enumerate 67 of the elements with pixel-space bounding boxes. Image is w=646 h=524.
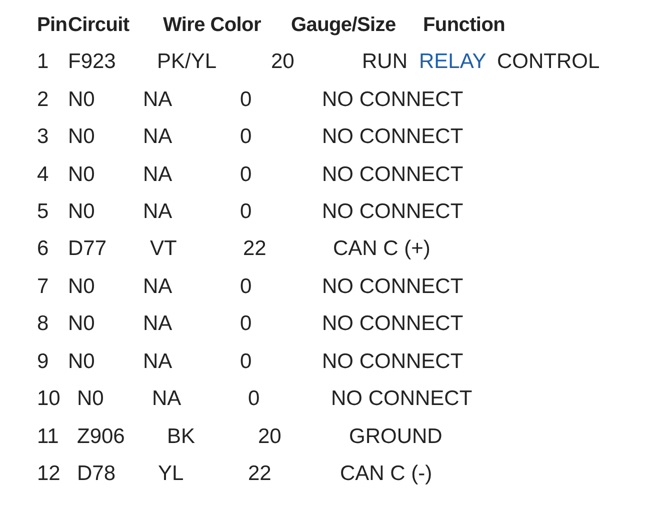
wire-color: NA <box>143 311 172 337</box>
gauge-size: 0 <box>240 311 252 337</box>
circuit-code: N0 <box>68 124 95 150</box>
function-text: CAN C (-) <box>340 461 432 487</box>
wire-color: YL <box>158 461 184 487</box>
function-text: CONTROL <box>497 49 600 75</box>
gauge-size: 0 <box>240 124 252 150</box>
wire-color: NA <box>143 87 172 113</box>
pin-number: 2 <box>37 87 49 113</box>
function-text: NO CONNECT <box>322 124 464 150</box>
function-text: RUN <box>362 49 408 75</box>
gauge-size: 0 <box>248 386 260 412</box>
circuit-code: F923 <box>68 49 116 75</box>
column-header: Circuit <box>68 13 130 38</box>
circuit-code: N0 <box>68 199 95 225</box>
wire-color: VT <box>150 236 177 262</box>
gauge-size: 0 <box>240 199 252 225</box>
wire-color: NA <box>143 124 172 150</box>
wire-color: NA <box>143 274 172 300</box>
gauge-size: 0 <box>240 162 252 188</box>
gauge-size: 22 <box>243 236 266 262</box>
wire-color: NA <box>143 349 172 375</box>
circuit-code: N0 <box>68 274 95 300</box>
wire-color: PK/YL <box>157 49 217 75</box>
pin-number: 3 <box>37 124 49 150</box>
circuit-code: N0 <box>68 349 95 375</box>
gauge-size: 0 <box>240 349 252 375</box>
pin-number: 5 <box>37 199 49 225</box>
circuit-code: Z906 <box>77 424 125 450</box>
circuit-code: N0 <box>68 311 95 337</box>
column-header: Function <box>423 13 506 38</box>
function-text: NO CONNECT <box>322 162 464 188</box>
pin-number: 10 <box>37 386 60 412</box>
relay-link: RELAY <box>419 49 486 75</box>
function-text: CAN C (+) <box>333 236 430 262</box>
gauge-size: 20 <box>258 424 282 450</box>
pin-number: 7 <box>37 274 49 300</box>
gauge-size: 0 <box>240 274 252 300</box>
function-text: NO CONNECT <box>322 199 464 225</box>
gauge-size: 22 <box>248 461 272 487</box>
pin-number: 11 <box>37 424 59 450</box>
pin-number: 4 <box>37 162 49 188</box>
function-text: NO CONNECT <box>322 87 464 113</box>
function-text: NO CONNECT <box>322 274 464 300</box>
wire-color: NA <box>152 386 182 412</box>
function-text: NO CONNECT <box>331 386 472 412</box>
circuit-code: D77 <box>68 236 107 262</box>
gauge-size: 20 <box>271 49 294 75</box>
circuit-code: N0 <box>68 87 95 113</box>
function-text: NO CONNECT <box>322 349 464 375</box>
function-text: GROUND <box>349 424 442 450</box>
wire-color: NA <box>143 162 172 188</box>
pin-number: 1 <box>37 49 49 75</box>
column-header: Pin <box>37 13 68 38</box>
pin-number: 8 <box>37 311 49 337</box>
gauge-size: 0 <box>240 87 252 113</box>
wire-color: NA <box>143 199 172 225</box>
circuit-code: D78 <box>77 461 116 487</box>
column-header: Gauge/Size <box>291 13 396 38</box>
pin-number: 12 <box>37 461 60 487</box>
circuit-code: N0 <box>77 386 104 412</box>
pin-number: 6 <box>37 236 49 262</box>
function-text: NO CONNECT <box>322 311 464 337</box>
pin-number: 9 <box>37 349 49 375</box>
column-header: Wire Color <box>163 13 261 38</box>
wire-color: BK <box>167 424 196 450</box>
circuit-code: N0 <box>68 162 95 188</box>
